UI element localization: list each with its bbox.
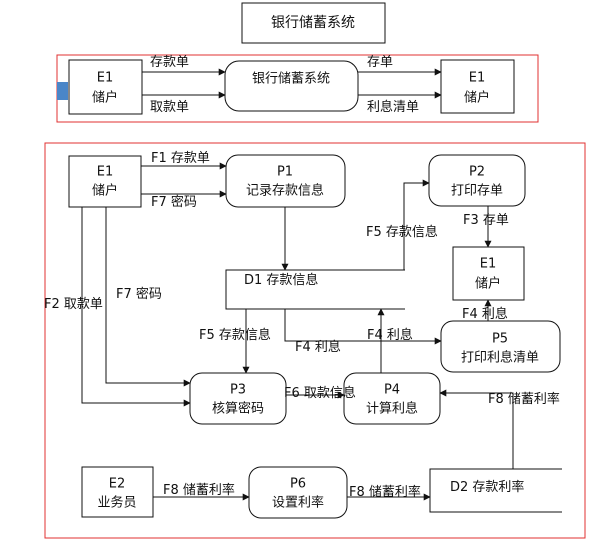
context-system-label: 银行储蓄系统 xyxy=(252,72,330,87)
flow-f8c-label: F8 储蓄利率 xyxy=(349,484,421,500)
flow-f4b-label: F4 利息 xyxy=(295,339,341,355)
process-p6-name: 设置利率 xyxy=(272,495,324,511)
flow-f6-label: F6 取款信息 xyxy=(284,385,356,401)
flow-f4b-arrow xyxy=(284,309,442,345)
process-p4-id: P4 xyxy=(384,383,400,398)
entity-e1-main-id: E1 xyxy=(97,165,114,180)
process-p3-id: P3 xyxy=(230,383,246,398)
process-p5-id: P5 xyxy=(492,332,508,347)
flow-d1-p2-arrow xyxy=(403,179,430,270)
flow-f7b-arrow xyxy=(105,207,191,387)
selection-marker xyxy=(57,82,68,100)
process-p5 xyxy=(440,320,561,373)
context-entity-left-name: 储户 xyxy=(92,90,118,106)
diagram-title: 银行储蓄系统 xyxy=(271,15,355,31)
process-p3-name: 核算密码 xyxy=(212,401,264,417)
context-entity-right-id: E1 xyxy=(469,71,486,86)
flow-f8a-label: F8 储蓄利率 xyxy=(488,391,560,407)
process-p4-name: 计算利息 xyxy=(366,401,418,417)
flow-f2-arrow xyxy=(81,207,191,407)
flow-withdraw-label: 取款单 xyxy=(150,100,189,115)
flow-receipt-label: 存单 xyxy=(367,55,393,70)
flow-f1-label: F1 存款单 xyxy=(151,151,210,166)
process-p5-name: 打印利息清单 xyxy=(461,350,539,366)
entity-e1-right-id: E1 xyxy=(480,257,497,272)
context-system-process xyxy=(224,60,359,112)
flow-f4c-label: F4 利息 xyxy=(367,327,413,343)
entity-e2 xyxy=(81,466,154,518)
process-p6 xyxy=(248,466,348,519)
flow-f3-label: F3 存单 xyxy=(463,213,509,228)
flow-f7b-label: F7 密码 xyxy=(116,286,162,302)
flow-f4a-label: F4 利息 xyxy=(462,306,508,322)
process-p2-id: P2 xyxy=(469,165,485,180)
process-p1 xyxy=(225,154,346,208)
flow-interest-label: 利息清单 xyxy=(367,99,419,115)
flow-f7a-label: F7 密码 xyxy=(151,194,197,210)
entity-e1-right xyxy=(452,246,525,301)
process-p1-id: P1 xyxy=(277,165,293,180)
flow-f2-label: F2 取款单 xyxy=(44,297,103,312)
process-p2-name: 打印存单 xyxy=(451,184,503,199)
entity-e1-right-name: 储户 xyxy=(475,276,501,292)
entity-e1-main-name: 储户 xyxy=(92,183,118,199)
detail-diagram-frame xyxy=(44,142,586,539)
entity-e2-id: E2 xyxy=(109,477,126,492)
context-entity-right-name: 储户 xyxy=(464,90,490,106)
context-entity-left-id: E1 xyxy=(97,71,114,86)
datastore-d1-label: D1 存款信息 xyxy=(244,272,318,288)
flow-f8b-label: F8 储蓄利率 xyxy=(163,482,235,498)
entity-e1-main xyxy=(68,155,142,208)
datastore-d2-label: D2 存款利率 xyxy=(450,479,524,495)
process-p1-name: 记录存款信息 xyxy=(246,183,324,199)
flow-f5a-label: F5 存款信息 xyxy=(366,224,438,240)
context-entity-right xyxy=(440,59,515,114)
process-p4 xyxy=(343,372,441,425)
flow-f5b-label: F5 存款信息 xyxy=(199,327,271,343)
datastore-d2 xyxy=(429,468,562,513)
flow-deposit-label: 存款单 xyxy=(150,55,189,70)
datastore-d1 xyxy=(225,269,405,310)
entity-e2-name: 业务员 xyxy=(97,495,136,511)
process-p3 xyxy=(189,372,287,425)
title-box xyxy=(241,2,386,44)
flow-f8a-arrow xyxy=(439,389,514,469)
process-p6-id: P6 xyxy=(290,477,306,492)
context-entity-left xyxy=(68,59,143,115)
